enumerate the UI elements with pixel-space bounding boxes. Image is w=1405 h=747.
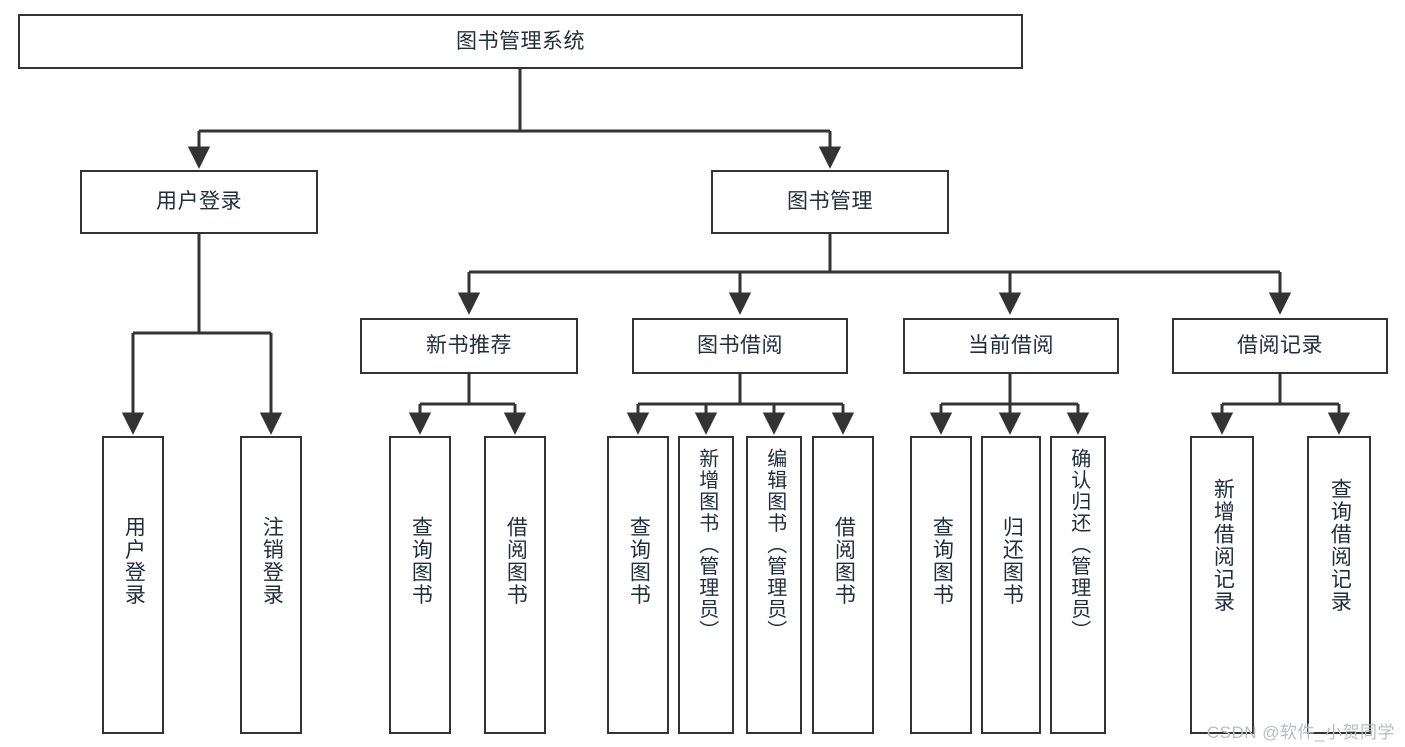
node-leaf-confirm-return[interactable]: 确认归还（管理员） bbox=[1050, 436, 1106, 734]
node-leaf-borrow-book-2[interactable]: 借阅图书 bbox=[812, 436, 874, 734]
node-book-borrow[interactable]: 图书借阅 bbox=[632, 318, 848, 374]
node-book-manage[interactable]: 图书管理 bbox=[711, 170, 949, 234]
node-user-login-label: 用户登录 bbox=[156, 190, 242, 214]
node-leaf-query-book-1[interactable]: 查询图书 bbox=[389, 436, 451, 734]
node-leaf-borrow-book-1[interactable]: 借阅图书 bbox=[484, 436, 546, 734]
node-leaf-edit-book[interactable]: 编辑图书（管理员） bbox=[746, 436, 802, 734]
node-book-manage-label: 图书管理 bbox=[787, 190, 873, 214]
node-leaf-add-record[interactable]: 新增借阅记录 bbox=[1190, 436, 1254, 734]
node-leaf-add-record-label: 新增借阅记录 bbox=[1211, 478, 1235, 613]
node-leaf-query-book-3[interactable]: 查询图书 bbox=[910, 436, 972, 734]
node-leaf-query-record-label: 查询借阅记录 bbox=[1328, 478, 1352, 613]
node-borrow-record[interactable]: 借阅记录 bbox=[1172, 318, 1388, 374]
node-leaf-user-login-label: 用户登录 bbox=[122, 516, 146, 606]
node-current-borrow-label: 当前借阅 bbox=[968, 334, 1054, 358]
node-borrow-record-label: 借阅记录 bbox=[1237, 334, 1323, 358]
node-leaf-query-book-2[interactable]: 查询图书 bbox=[607, 436, 669, 734]
node-leaf-logout-label: 注销登录 bbox=[260, 516, 284, 606]
node-book-borrow-label: 图书借阅 bbox=[697, 334, 783, 358]
node-user-login[interactable]: 用户登录 bbox=[80, 170, 318, 234]
node-root[interactable]: 图书管理系统 bbox=[18, 14, 1023, 69]
node-leaf-confirm-return-label: 确认归还（管理员） bbox=[1067, 448, 1090, 642]
node-leaf-add-book[interactable]: 新增图书（管理员） bbox=[678, 436, 734, 734]
node-leaf-logout[interactable]: 注销登录 bbox=[240, 436, 302, 734]
csdn-watermark: CSDN @软件_小贺同学 bbox=[1206, 723, 1395, 742]
node-leaf-borrow-book-1-label: 借阅图书 bbox=[504, 516, 528, 606]
node-leaf-add-book-label: 新增图书（管理员） bbox=[695, 448, 718, 642]
node-current-borrow[interactable]: 当前借阅 bbox=[903, 318, 1119, 374]
node-new-book-rec-label: 新书推荐 bbox=[426, 334, 512, 358]
node-new-book-rec[interactable]: 新书推荐 bbox=[360, 318, 578, 374]
node-leaf-query-record[interactable]: 查询借阅记录 bbox=[1307, 436, 1371, 734]
node-root-label: 图书管理系统 bbox=[456, 29, 585, 53]
node-leaf-query-book-2-label: 查询图书 bbox=[627, 516, 651, 606]
node-leaf-return-book[interactable]: 归还图书 bbox=[981, 436, 1041, 734]
node-leaf-borrow-book-2-label: 借阅图书 bbox=[832, 516, 856, 606]
node-leaf-query-book-1-label: 查询图书 bbox=[409, 516, 433, 606]
node-leaf-user-login[interactable]: 用户登录 bbox=[102, 436, 164, 734]
node-leaf-query-book-3-label: 查询图书 bbox=[930, 516, 954, 606]
node-leaf-return-book-label: 归还图书 bbox=[1000, 516, 1024, 606]
node-leaf-edit-book-label: 编辑图书（管理员） bbox=[763, 448, 786, 642]
